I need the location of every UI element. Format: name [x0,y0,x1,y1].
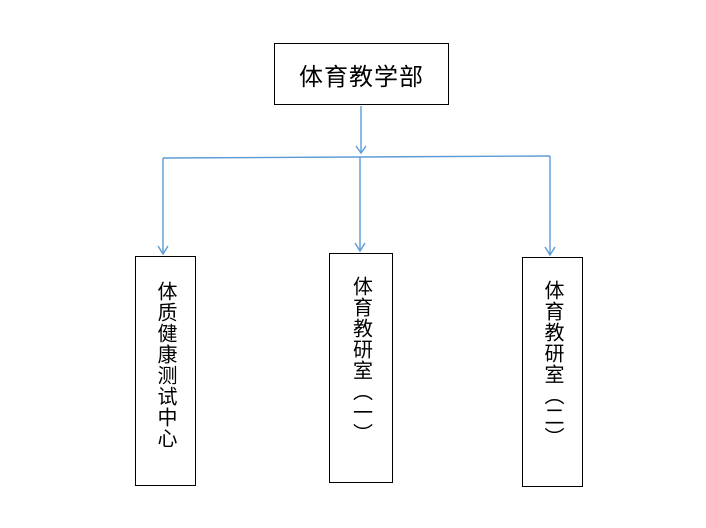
child-node-1: 体质健康测试中心 [135,256,196,486]
connector-arrow-1 [157,245,169,256]
child-node-3: 体育教研室（二） [522,257,583,487]
child-node-3-label: 体育教研室（二） [541,280,565,448]
connector-bus [162,155,551,159]
child-node-1-label: 体质健康测试中心 [154,281,178,449]
child-node-2: 体育教研室（一） [329,253,393,483]
connector-arrow-3 [544,246,556,257]
connector-arrow-2 [354,242,366,253]
connector-root-trunk-arrow [355,145,367,155]
child-node-2-label: 体育教研室（一） [349,276,374,444]
root-node: 体育教学部 [274,43,449,105]
root-node-label: 体育教学部 [299,62,424,91]
